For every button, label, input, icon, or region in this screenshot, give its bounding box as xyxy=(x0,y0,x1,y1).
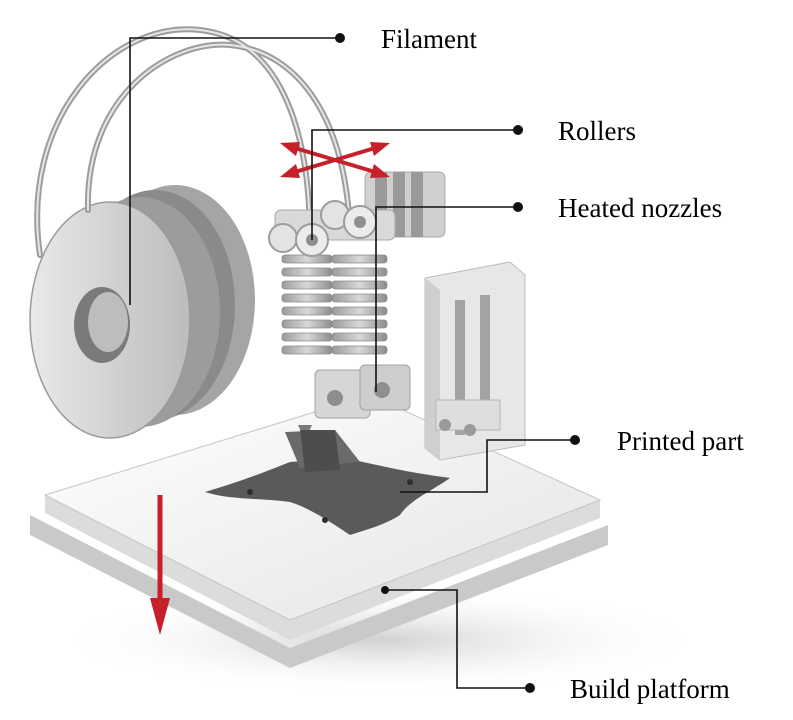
printed-part-label: Printed part xyxy=(617,426,744,456)
filament-callout: Filament xyxy=(129,24,477,305)
rollers xyxy=(268,200,377,257)
rollers-callout: Rollers xyxy=(311,116,636,240)
heated-nozzles-label: Heated nozzles xyxy=(558,193,722,223)
printed-part xyxy=(205,430,450,535)
filament-label: Filament xyxy=(381,24,477,54)
platform-down-arrow xyxy=(150,495,170,635)
xy-motion-arrows xyxy=(280,142,390,178)
printed-part-callout: Printed part xyxy=(400,426,744,493)
build-platform-callout: Build platform xyxy=(381,586,730,704)
z-axis-column xyxy=(424,261,526,461)
rollers-label: Rollers xyxy=(558,116,636,146)
heated-nozzles-callout: Heated nozzles xyxy=(375,193,722,392)
build-platform-label: Build platform xyxy=(570,674,730,704)
filament-spool xyxy=(29,185,255,439)
